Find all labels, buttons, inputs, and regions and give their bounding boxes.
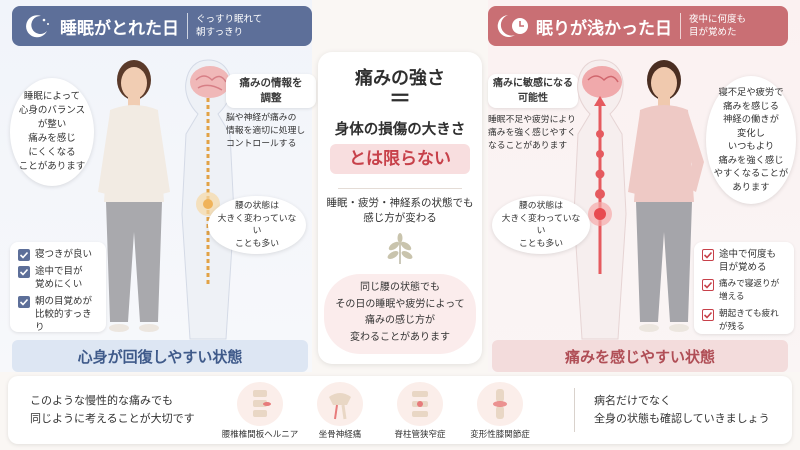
condition-spinal-stenosis: 脊柱管狭窄症 bbox=[380, 382, 460, 440]
condition-sciatica: 坐骨神経痛 bbox=[300, 382, 380, 440]
right-info-title-card: 痛みに敏感になる 可能性 bbox=[488, 74, 578, 108]
footer-divider bbox=[574, 388, 575, 432]
lumbar-spine-icon bbox=[237, 382, 283, 426]
knee-joint-icon bbox=[477, 382, 523, 426]
left-main-bubble: 睡眠によって 心身のバランス が整い 痛みを感じ にくくなる ことがあります bbox=[10, 78, 94, 186]
condition-lumbar-hernia: 腰椎椎間板ヘルニア bbox=[220, 382, 300, 440]
center-title-pain-strength: 痛みの強さ bbox=[355, 68, 445, 89]
moon-clock-icon bbox=[496, 9, 530, 43]
right-header-title: 眠りが浅かった日 bbox=[536, 18, 672, 39]
right-checklist: 途中で何度も 目が覚める 痛みで寝返りが増える 朝起きても疲れが残る bbox=[694, 242, 794, 334]
body-brain-spine-figure bbox=[181, 59, 235, 340]
check-item: 痛みで寝返りが増える bbox=[702, 278, 786, 304]
check-item: 朝の目覚めが 比較的すっきり bbox=[18, 295, 98, 334]
check-icon bbox=[702, 249, 714, 261]
left-state-banner: 心身が回復しやすい状態 bbox=[12, 340, 308, 372]
right-state-banner: 痛みを感じやすい状態 bbox=[492, 340, 788, 372]
left-waist-bubble: 腰の状態は 大きく変わっていない ことも多い bbox=[208, 196, 306, 254]
left-info-text: 脳や神経が痛みの 情報を適切に処理し コントロールする bbox=[226, 113, 306, 149]
right-info-title: 痛みに敏感になる 可能性 bbox=[493, 78, 573, 104]
center-text-same-waist: 同じ腰の状態でも その日の睡眠や疲労によって 痛みの感じ方が 変わることがありま… bbox=[335, 282, 465, 343]
condition-knee-osteoarthritis: 変形性膝関節症 bbox=[460, 382, 540, 440]
check-icon bbox=[702, 279, 714, 291]
footer-right-text: 病名だけでなく 全身の状態も確認していきましょう bbox=[594, 394, 770, 425]
check-icon bbox=[18, 296, 30, 308]
check-item: 寝つきが良い bbox=[18, 248, 98, 261]
woman-back-pain-figure bbox=[628, 60, 704, 332]
moon-stars-icon bbox=[20, 9, 54, 43]
left-header-subtitle: ぐっすり眠れて 朝すっきり bbox=[196, 14, 263, 38]
center-title-damage: 身体の損傷の大きさ bbox=[334, 122, 466, 138]
left-info-title: 痛みの情報を 調整 bbox=[239, 77, 303, 104]
center-equals-sign: ＝ bbox=[388, 87, 411, 112]
center-message-card: 痛みの強さ ＝ 身体の損傷の大きさ とは限らない 睡眠・疲労・神経系の状態でも … bbox=[318, 52, 482, 364]
check-icon bbox=[18, 249, 30, 261]
footer-left-text: このような慢性的な痛みでも 同じように考えることが大切です bbox=[30, 394, 195, 425]
right-header-subtitle: 夜中に何度も 目が覚めた bbox=[689, 14, 747, 38]
center-divider bbox=[338, 188, 462, 189]
check-item: 朝起きても疲れが残る bbox=[702, 308, 786, 334]
spine-stenosis-icon bbox=[397, 382, 443, 426]
left-info-title-card: 痛みの情報を 調整 bbox=[226, 74, 316, 108]
check-icon bbox=[18, 266, 30, 278]
check-item: 途中で目が 覚めにくい bbox=[18, 265, 98, 291]
pelvis-nerve-icon bbox=[317, 382, 363, 426]
right-waist-bubble: 腰の状態は 大きく変わっていない ことも多い bbox=[492, 196, 590, 254]
right-main-bubble: 寝不足や疲労で 痛みを感じる 神経の働きが 変化し いつもより 痛みを強く感じ … bbox=[706, 76, 796, 204]
woman-standing-figure bbox=[98, 60, 170, 332]
check-icon bbox=[702, 309, 714, 321]
center-not-always-tag: とは限らない bbox=[330, 144, 470, 174]
header-divider bbox=[187, 13, 188, 39]
center-text-sleep-fatigue: 睡眠・疲労・神経系の状態でも 感じ方が変わる bbox=[326, 197, 474, 224]
left-header: 睡眠がとれた日 ぐっすり眠れて 朝すっきり bbox=[12, 6, 312, 46]
left-checklist: 寝つきが良い 途中で目が 覚めにくい 朝の目覚めが 比較的すっきり bbox=[10, 242, 106, 334]
check-item: 途中で何度も 目が覚める bbox=[702, 248, 786, 274]
header-divider bbox=[680, 13, 681, 39]
center-bottom-oval bbox=[324, 274, 476, 354]
footer-panel: このような慢性的な痛みでも 同じように考えることが大切です 腰椎椎間板ヘルニア … bbox=[8, 376, 792, 444]
right-header: 眠りが浅かった日 夜中に何度も 目が覚めた bbox=[488, 6, 788, 46]
body-brain-spine-sensitive-figure bbox=[573, 59, 627, 340]
right-info-text: 睡眠不足や疲労により 痛みを強く感じやすく なることがあります bbox=[488, 115, 576, 151]
left-header-title: 睡眠がとれた日 bbox=[60, 18, 179, 39]
leaf-sprig-icon bbox=[387, 233, 413, 264]
